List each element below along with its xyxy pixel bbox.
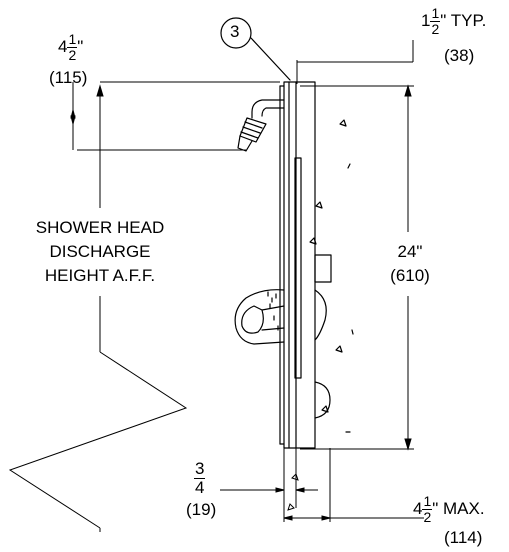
dim-depth-metric: (19): [186, 500, 217, 519]
dim-top-left-whole: 4: [58, 36, 68, 56]
callout-leader: [250, 37, 291, 81]
dim-top-right-num: 1: [430, 5, 441, 22]
break-line: [8, 351, 188, 529]
dim-top-right-suffix: " TYP.: [440, 10, 487, 30]
dim-depth-num: 3: [194, 459, 206, 479]
control-bump: [314, 289, 327, 341]
dim-top-right-metric: (38): [444, 46, 475, 65]
shower-nozzle: [239, 117, 267, 143]
dim-height: 24" (610): [380, 240, 440, 288]
shower-label-line1: SHOWER HEAD: [35, 218, 165, 237]
dim-max-suffix: " MAX.: [432, 498, 485, 518]
dim-max-den: 2: [423, 509, 432, 525]
dim-max-metric: (114): [444, 528, 483, 547]
hand-shower-head: [234, 289, 285, 345]
shower-label-line2: DISCHARGE: [49, 242, 151, 261]
dim-max-num: 1: [422, 493, 433, 510]
panel-slot: [294, 157, 302, 379]
shower-label-line3: HEIGHT A.F.F.: [44, 266, 156, 285]
dim-top-left-suffix: ": [77, 36, 84, 56]
dim-max-whole: 4: [413, 498, 423, 518]
dim-top-right-den: 2: [431, 21, 440, 37]
shower-arm: [251, 99, 285, 119]
dim-top-left-den: 2: [68, 47, 77, 63]
dim-top-left-num: 1: [67, 31, 78, 48]
dim-top-left-metric: (115): [49, 68, 88, 87]
callout-circle: [220, 17, 252, 49]
dim-height-metric: (610): [390, 266, 430, 285]
shower-head-label: SHOWER HEAD DISCHARGE HEIGHT A.F.F.: [8, 216, 192, 288]
callout-number: 3: [230, 22, 240, 41]
dim-top-right-whole: 1: [421, 10, 431, 30]
valve-box: [314, 254, 332, 283]
dim-depth-den: 4: [195, 478, 205, 497]
dim-height-imperial: 24": [397, 242, 423, 261]
